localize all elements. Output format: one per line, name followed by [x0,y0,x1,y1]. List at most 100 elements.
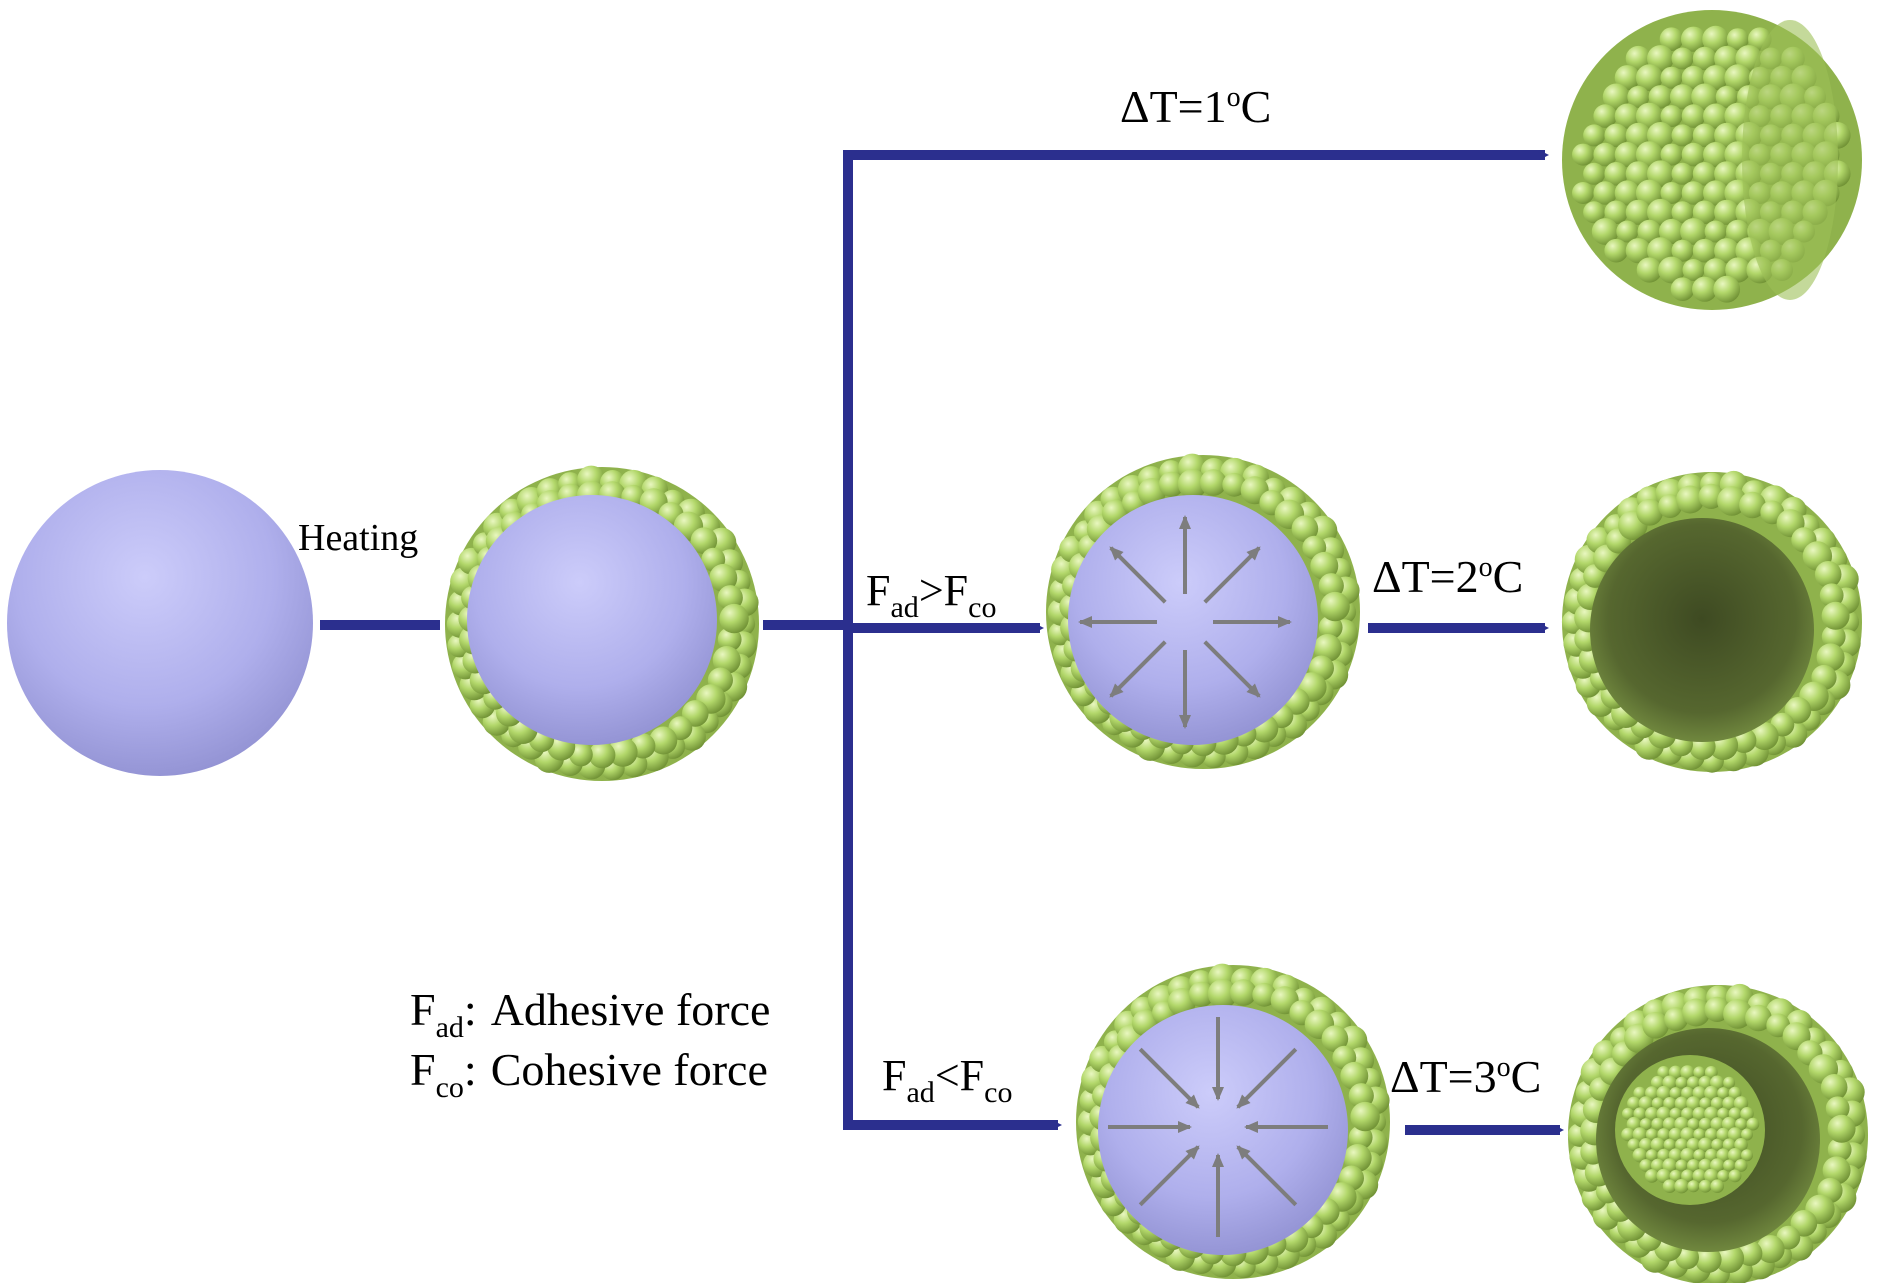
shell-bead [1704,1085,1719,1101]
bare-core-sphere [7,470,313,776]
shell-bead [1207,979,1238,1009]
yolk-beads [1621,1065,1760,1194]
shell-bead [1698,1158,1713,1173]
shell-bead [1680,218,1707,245]
shell-bead [1674,1096,1689,1111]
shell-bead [1230,979,1257,1006]
shell-bead [1671,239,1694,262]
shell-bead [1651,1117,1665,1131]
shell-bead [1703,103,1729,129]
shell-bead [1681,65,1706,90]
product-yolk-shell [1567,983,1868,1283]
shell-bead [1658,218,1685,245]
shell-bead [1710,1117,1724,1131]
shell-bead [1686,1096,1701,1111]
shell-bead [1733,1096,1749,1111]
shell-bead [719,603,749,634]
shell-bead [1669,1169,1682,1182]
shell-bead [1645,1107,1659,1121]
shell-bead [1717,1087,1730,1100]
core-sphere [1098,1005,1348,1255]
shell-bead [1703,180,1729,206]
shell-bead [1682,998,1711,1027]
force-arrow [1138,1145,1200,1207]
shell-bead [1735,1118,1747,1131]
shell-bead [1741,1128,1753,1141]
shell-bead [1614,103,1640,129]
shell-bead [1727,1148,1743,1163]
shell-bead [1572,182,1594,204]
shell-bead [1741,1149,1753,1162]
force-arrow [1138,1047,1200,1109]
shell-bead [1692,1086,1707,1100]
shell-bead [1682,259,1705,281]
shell-bead [1687,1180,1700,1193]
shell-bead [1663,1097,1676,1110]
shell-bead [1714,238,1740,264]
shell-bead [1656,1106,1671,1122]
shell-bead [1687,1118,1700,1131]
shell-bead [1714,199,1740,225]
shell-bead [1642,1012,1669,1039]
shell-bead [1722,1138,1736,1152]
shell-bead [1604,200,1628,225]
dt1-label: ΔT=1oC [1120,81,1271,132]
shell-bead [1723,1159,1736,1172]
shell-bead [1669,84,1696,110]
shell-bead [1310,551,1339,580]
shell-bead [1820,1074,1848,1101]
legend-adhesive: Fad:Adhesive force [410,984,770,1044]
shell-bead [1723,1076,1736,1089]
shell-bead [1746,1117,1760,1131]
shell-bead [1750,722,1779,751]
shell-bead [1662,1117,1677,1131]
shell-bead [1583,162,1606,185]
shell-bead [1734,1138,1748,1152]
shell-bead [1668,1148,1683,1162]
shell-bead [1614,180,1640,206]
shell-bead [1692,238,1717,263]
shell-bead [1252,982,1277,1007]
shell-bead [1591,218,1619,245]
shell-bead [1200,469,1227,496]
shell-bead [1814,561,1842,588]
shell-bead [1633,1107,1647,1121]
shell-bead [1627,1096,1641,1111]
shell-bead [1692,200,1717,225]
shell-bead [1647,198,1674,226]
shell-bead [1637,219,1662,244]
shell-bead [1627,1138,1641,1152]
shell-bead [1692,162,1717,186]
force-arrow [1109,640,1167,698]
shell-bead [1693,1066,1706,1079]
product-collapsed-shell [1562,10,1862,310]
shell-bead [1710,1097,1724,1110]
shell-bead [1726,28,1749,51]
shell-bead [1635,64,1663,92]
shell-bead [1681,181,1706,205]
shell-bead [1821,624,1846,649]
shell-bead [1616,220,1639,243]
shell-bead [1604,238,1628,263]
shell-bead [1348,1125,1373,1150]
dt2-label: ΔT=2oC [1372,551,1523,602]
shell-bead [1680,1065,1695,1080]
shell-bead [1321,1025,1349,1052]
shell-bead [1675,1138,1688,1152]
shell-bead [1670,277,1695,302]
shell-bead [1222,472,1247,497]
shell-bead [1664,1007,1688,1031]
shell-bead [649,726,678,755]
shell-bead [1703,142,1729,168]
shell-bead [1669,1087,1682,1100]
shell-bead [1320,591,1350,622]
flow-arrows [320,150,1564,1135]
shell-bead [1572,143,1594,166]
shell-bead [1695,1246,1722,1273]
shell-bead [1717,1107,1730,1120]
shell-bead [1593,181,1617,205]
shell-bead [1660,143,1683,166]
shell-bead [1703,258,1728,282]
hollow-cavity [1590,518,1814,742]
shell-bead [1698,1117,1712,1131]
